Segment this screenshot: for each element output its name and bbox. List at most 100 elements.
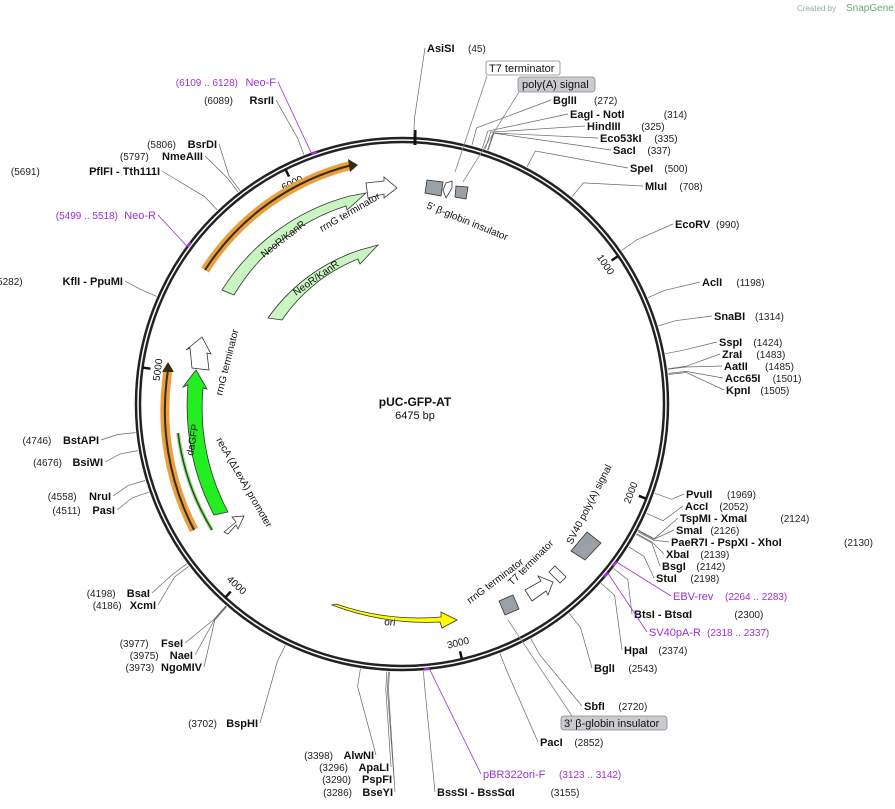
site-name: AlwNI bbox=[343, 750, 374, 762]
site-leader bbox=[275, 99, 305, 155]
site-position: (1424) bbox=[753, 338, 782, 349]
site-position: (2852) bbox=[574, 738, 603, 749]
site-position: (4558) bbox=[48, 492, 77, 503]
site-leader bbox=[647, 281, 701, 298]
plasmid-name: pUC-GFP-AT bbox=[379, 395, 452, 409]
site-name: XbaI bbox=[666, 549, 689, 561]
site-position: (2198) bbox=[690, 574, 719, 585]
site-name: PasI bbox=[92, 505, 115, 517]
primer-mark bbox=[311, 150, 318, 156]
site-leader bbox=[637, 531, 670, 543]
site-position: (1501) bbox=[773, 374, 802, 385]
primer-name: Neo-F bbox=[245, 77, 276, 89]
primer-range: (3123 .. 3142) bbox=[559, 770, 621, 781]
beta-globin-3-tag-text: 3' β-globin insulator bbox=[564, 718, 660, 730]
primer-name: pBR322ori-F bbox=[483, 769, 546, 781]
site-position: (500) bbox=[664, 164, 687, 175]
t7-terminator-leader bbox=[454, 75, 488, 173]
site-position: (1485) bbox=[765, 362, 794, 373]
ruler-tick-label: 3000 bbox=[446, 636, 471, 652]
outer-feature-labels: T7 terminator poly(A) signal 3' β-globin… bbox=[454, 60, 668, 731]
beta-globin-5-box bbox=[424, 179, 444, 197]
site-position: (1483) bbox=[756, 350, 785, 361]
site-position: (1198) bbox=[736, 278, 764, 289]
ruler-tick bbox=[224, 590, 232, 599]
site-name: PaeR7I - PspXI - XhoI bbox=[671, 537, 782, 549]
site-leader bbox=[104, 450, 139, 463]
features: NeoR/KanR NeoR/KanR rrnG terminator 5' β… bbox=[160, 159, 615, 629]
ruler-tick bbox=[638, 494, 647, 500]
site-name: BtsI - BtsαI bbox=[634, 609, 692, 621]
site-name: EagI - NotI bbox=[570, 109, 624, 121]
site-position: (708) bbox=[679, 182, 702, 193]
credit-brand: SnapGene bbox=[846, 3, 894, 14]
site-name: HpaI bbox=[624, 645, 648, 657]
site-leader bbox=[357, 668, 377, 756]
site-name: PflFI - Tth111I bbox=[89, 166, 160, 178]
neo-orf-line bbox=[204, 164, 353, 271]
site-position: (272) bbox=[594, 96, 617, 107]
site-position: (45) bbox=[468, 44, 486, 55]
site-leader bbox=[259, 645, 286, 724]
site-leader bbox=[667, 353, 721, 370]
site-name: KflI - PpuMI bbox=[63, 276, 124, 288]
beta-globin-5-label: 5' β-globin insulator bbox=[425, 201, 510, 244]
site-position: (3702) bbox=[188, 719, 217, 730]
beta-globin-3-tag bbox=[560, 715, 668, 731]
site-leader bbox=[667, 365, 723, 370]
site-position: (1969) bbox=[727, 490, 756, 501]
site-position: (2543) bbox=[628, 664, 657, 675]
site-position: (5691) bbox=[11, 167, 40, 178]
site-leader bbox=[530, 638, 583, 707]
rrng-left-label: rrnG terminator bbox=[214, 328, 241, 397]
neo-arrow-1 bbox=[221, 192, 368, 296]
site-position: (3975) bbox=[130, 651, 159, 662]
t7-terminator-tag bbox=[485, 60, 561, 76]
site-name: Eco53kI bbox=[600, 133, 642, 145]
site-name: BstAPI bbox=[63, 435, 99, 447]
site-name: NaeI bbox=[170, 650, 193, 662]
rrng-left-arrow bbox=[185, 336, 212, 371]
primer-range: (2264 .. 2283) bbox=[725, 592, 787, 603]
neo-arrow-2 bbox=[267, 244, 380, 321]
site-name: SbfI bbox=[584, 701, 605, 713]
recA-orf-line bbox=[177, 432, 213, 531]
site-leader bbox=[151, 563, 188, 594]
ori-arrow bbox=[330, 603, 458, 629]
ruler-tick bbox=[458, 650, 464, 660]
site-name: XcmI bbox=[130, 600, 156, 612]
site-name: MluI bbox=[645, 181, 667, 193]
site-name: BsaI bbox=[127, 588, 150, 600]
site-position: (337) bbox=[647, 146, 670, 157]
primer-leader bbox=[607, 572, 648, 633]
site-name: Acc65I bbox=[725, 373, 760, 385]
site-leader bbox=[204, 155, 239, 193]
primer-name: Neo-R bbox=[124, 210, 156, 222]
site-position: (4676) bbox=[33, 458, 62, 469]
site-position: (4511) bbox=[52, 506, 80, 517]
site-position: (2124) bbox=[780, 514, 809, 525]
site-leader bbox=[116, 491, 150, 511]
primer-leader bbox=[157, 214, 188, 248]
site-position: (1314) bbox=[755, 312, 784, 323]
site-position: (3155) bbox=[551, 788, 580, 799]
site-name: BglII bbox=[553, 95, 577, 107]
site-position: (5806) bbox=[147, 140, 176, 151]
site-leader bbox=[124, 280, 157, 297]
plasmid-length: 6475 bp bbox=[395, 410, 435, 422]
site-name: StuI bbox=[656, 573, 677, 585]
reca-promoter-arrow bbox=[223, 515, 245, 535]
polya-signal-tag-text: poly(A) signal bbox=[522, 79, 589, 91]
site-leader bbox=[387, 671, 395, 780]
site-leader bbox=[194, 606, 227, 656]
site-position: (3977) bbox=[120, 639, 149, 650]
site-leader bbox=[161, 170, 218, 211]
site-name: FseI bbox=[161, 638, 183, 650]
site-name: BglI bbox=[594, 663, 615, 675]
primer-range: (2318 .. 2337) bbox=[707, 628, 769, 639]
site-leader bbox=[636, 533, 665, 555]
site-name: BsiWI bbox=[72, 457, 103, 469]
primer-mark bbox=[611, 560, 618, 567]
site-name: ZraI bbox=[722, 349, 742, 361]
